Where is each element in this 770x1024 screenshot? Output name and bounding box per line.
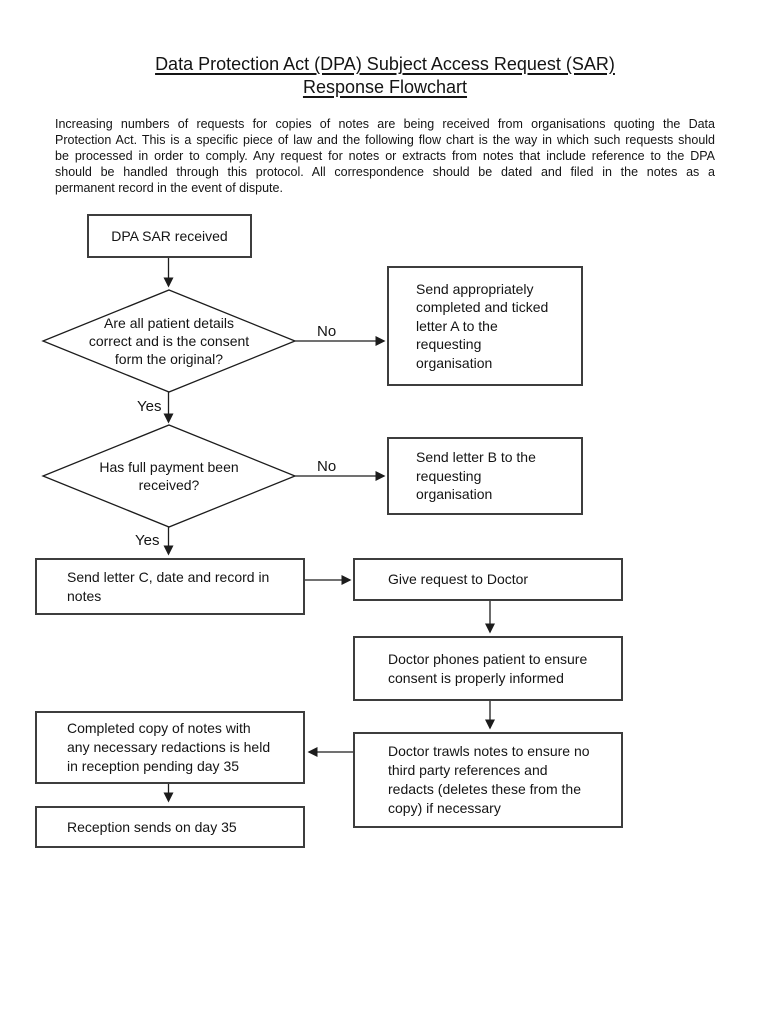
node-doctor-trawls: Doctor trawls notes to ensure no third p…	[353, 732, 623, 828]
node-doctor-phones: Doctor phones patient to ensure consent …	[353, 636, 623, 701]
title-line-2: Response Flowchart	[302, 77, 468, 97]
label-yes-2: Yes	[135, 532, 160, 549]
label-no-1: No	[317, 323, 337, 340]
title-line-1: Data Protection Act (DPA) Subject Access…	[155, 54, 615, 74]
node-letter-b: Send letter B to the requesting organisa…	[387, 437, 583, 515]
intro-paragraph: Increasing numbers of requests for copie…	[55, 116, 715, 196]
intro-line: Protection Act. This is a specific piece…	[55, 133, 715, 147]
node-completed-copy: Completed copy of notes with any necessa…	[35, 711, 305, 784]
node-give-request: Give request to Doctor	[353, 558, 623, 601]
intro-line: Increasing numbers of requests for copie…	[55, 117, 715, 131]
decision-full-payment: Has full payment been received?	[99, 459, 239, 493]
label-yes-1: Yes	[137, 398, 162, 415]
page-title: Data Protection Act (DPA) Subject Access…	[0, 53, 770, 99]
node-letter-c: Send letter C, date and record in notes	[35, 558, 305, 615]
node-letter-a: Send appropriately completed and ticked …	[387, 266, 583, 386]
intro-line: be processed in order to comply. Any req…	[55, 149, 715, 163]
intro-line: should be handled through this protocol.…	[55, 165, 715, 179]
intro-line: permanent record in the event of dispute…	[55, 181, 283, 195]
decision-patient-details: Are all patient details correct and is t…	[88, 315, 250, 367]
node-reception-sends: Reception sends on day 35	[35, 806, 305, 848]
label-no-2: No	[317, 458, 337, 475]
node-dpa-sar-received: DPA SAR received	[87, 214, 252, 258]
